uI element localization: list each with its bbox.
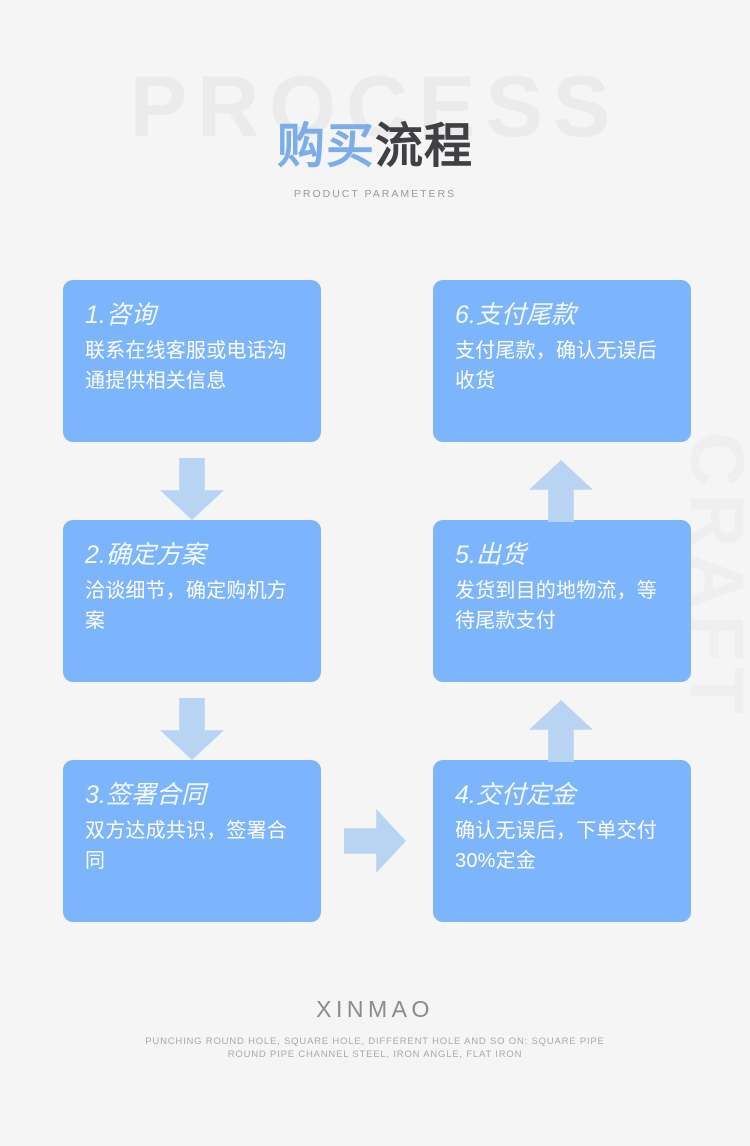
arrow-up-icon-step4-step5 [529,700,593,762]
step-card-2-body: 洽谈细节，确定购机方案 [85,580,287,632]
step-card-5: 5.出货 发货到目的地物流，等待尾款支付 [433,520,691,682]
arrow-down-icon-step2-step3 [160,698,224,760]
step-card-2-title: 2.确定方案 [85,541,206,569]
step-card-1-title: 1.咨询 [85,301,156,329]
step-card-5-title: 5.出货 [455,541,526,569]
step-card-3: 3.签署合同 双方达成共识，签署合同 [63,760,321,922]
process-watermark-text: PROCESS [129,59,621,155]
step-card-3-body: 双方达成共识，签署合同 [85,820,287,872]
step-card-6: 6.支付尾款 支付尾款，确认无误后收货 [433,280,691,442]
page-title: 购买流程 [0,118,750,176]
step-card-3-title: 3.签署合同 [85,781,206,809]
step-card-1-body: 联系在线客服或电话沟通提供相关信息 [85,340,287,392]
page-title-rest: 流程 [375,120,474,173]
step-card-4-body: 确认无误后，下单交付30%定金 [455,820,657,872]
brand-name: XINMAO [316,996,434,1022]
page-subtitle: PRODUCT PARAMETERS [293,188,457,200]
page-header: 购买流程 PRODUCT PARAMETERS [0,118,750,200]
step-card-6-body: 支付尾款，确认无误后收货 [455,340,657,392]
page-title-highlight: 购买 [276,120,375,173]
footer-description-line-2: ROUND PIPE CHANNEL STEEL, IRON ANGLE, FL… [227,1049,523,1060]
step-card-2: 2.确定方案 洽谈细节，确定购机方案 [63,520,321,682]
step-card-4: 4.交付定金 确认无误后，下单交付30%定金 [433,760,691,922]
arrow-up-icon-step5-step6 [529,460,593,522]
footer-description: PUNCHING ROUND HOLE, SQUARE HOLE, DIFFER… [0,1035,750,1061]
step-card-4-title: 4.交付定金 [455,781,576,809]
step-card-1: 1.咨询 联系在线客服或电话沟通提供相关信息 [63,280,321,442]
page-footer: XINMAO PUNCHING ROUND HOLE, SQUARE HOLE,… [0,995,750,1061]
step-card-6-title: 6.支付尾款 [455,301,576,329]
step-card-5-body: 发货到目的地物流，等待尾款支付 [455,580,657,632]
arrow-down-icon-step1-step2 [160,458,224,520]
footer-description-line-1: PUNCHING ROUND HOLE, SQUARE HOLE, DIFFER… [145,1036,605,1047]
arrow-right-icon-step3-step4 [344,809,406,873]
